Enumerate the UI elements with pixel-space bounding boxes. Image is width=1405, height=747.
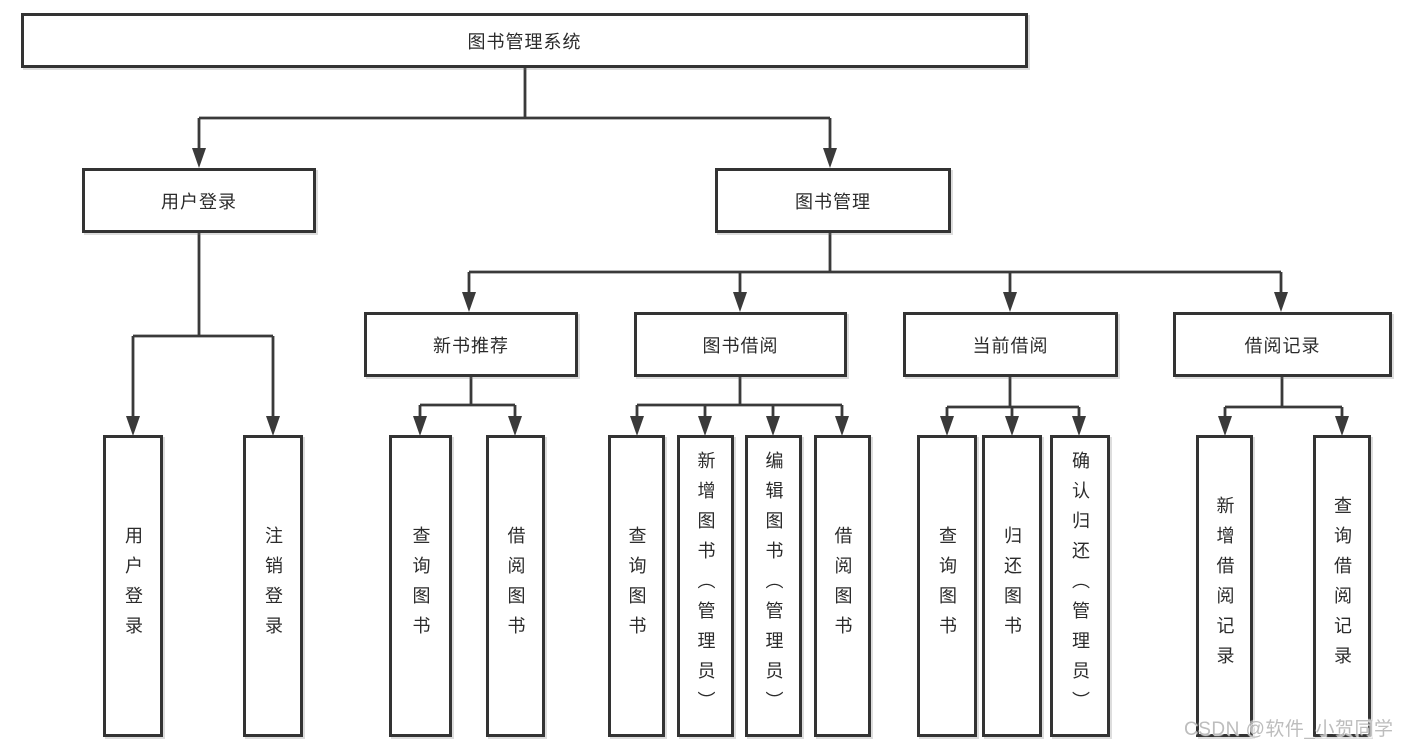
node-label: 图书借阅 [702,335,779,356]
node-label: 编辑图书（管理员） [763,451,784,721]
leaf-logout: 注销登录 [243,435,303,737]
node-label: 借阅图书 [832,526,853,646]
node-label: 用户登录 [123,526,143,646]
node-label: 新增图书（管理员） [695,451,716,721]
leaf-return-book: 归还图书 [982,435,1042,737]
node-label: 新增借阅记录 [1214,496,1235,676]
leaf-add-borrow-record: 新增借阅记录 [1196,435,1253,737]
node-borrow-records: 借阅记录 [1173,312,1392,377]
node-label: 新书推荐 [433,335,509,356]
node-label: 查询图书 [937,526,957,646]
node-label: 注销登录 [263,526,283,646]
node-label: 查询图书 [410,526,431,646]
node-label: 借阅图书 [505,526,526,646]
node-label: 归还图书 [1002,526,1022,646]
node-new-book-recommend: 新书推荐 [364,312,578,377]
node-user-login: 用户登录 [82,168,316,233]
leaf-edit-book-admin: 编辑图书（管理员） [745,435,802,737]
leaf-confirm-return-admin: 确认归还（管理员） [1050,435,1110,737]
leaf-borrow-books: 借阅图书 [486,435,545,737]
node-label: 借阅记录 [1244,335,1321,356]
node-label: 当前借阅 [972,335,1049,356]
node-label: 图书管理 [795,191,871,212]
node-current-borrow: 当前借阅 [903,312,1118,377]
leaf-query-books: 查询图书 [389,435,452,737]
leaf-query-books: 查询图书 [917,435,977,737]
leaf-query-borrow-record: 查询借阅记录 [1313,435,1371,737]
node-label: 用户登录 [161,191,237,212]
node-label: 图书管理系统 [467,31,582,52]
leaf-add-book-admin: 新增图书（管理员） [677,435,734,737]
leaf-user-login: 用户登录 [103,435,163,737]
node-book-borrow: 图书借阅 [634,312,847,377]
node-label: 查询图书 [626,526,647,646]
node-label: 查询借阅记录 [1332,496,1352,676]
node-book-management: 图书管理 [715,168,951,233]
leaf-query-books: 查询图书 [608,435,665,737]
node-label: 确认归还（管理员） [1070,451,1090,721]
node-library-management-system: 图书管理系统 [21,13,1028,68]
leaf-borrow-books: 借阅图书 [814,435,871,737]
csdn-watermark: CSDN @软件_小贺同学 [1184,719,1394,740]
